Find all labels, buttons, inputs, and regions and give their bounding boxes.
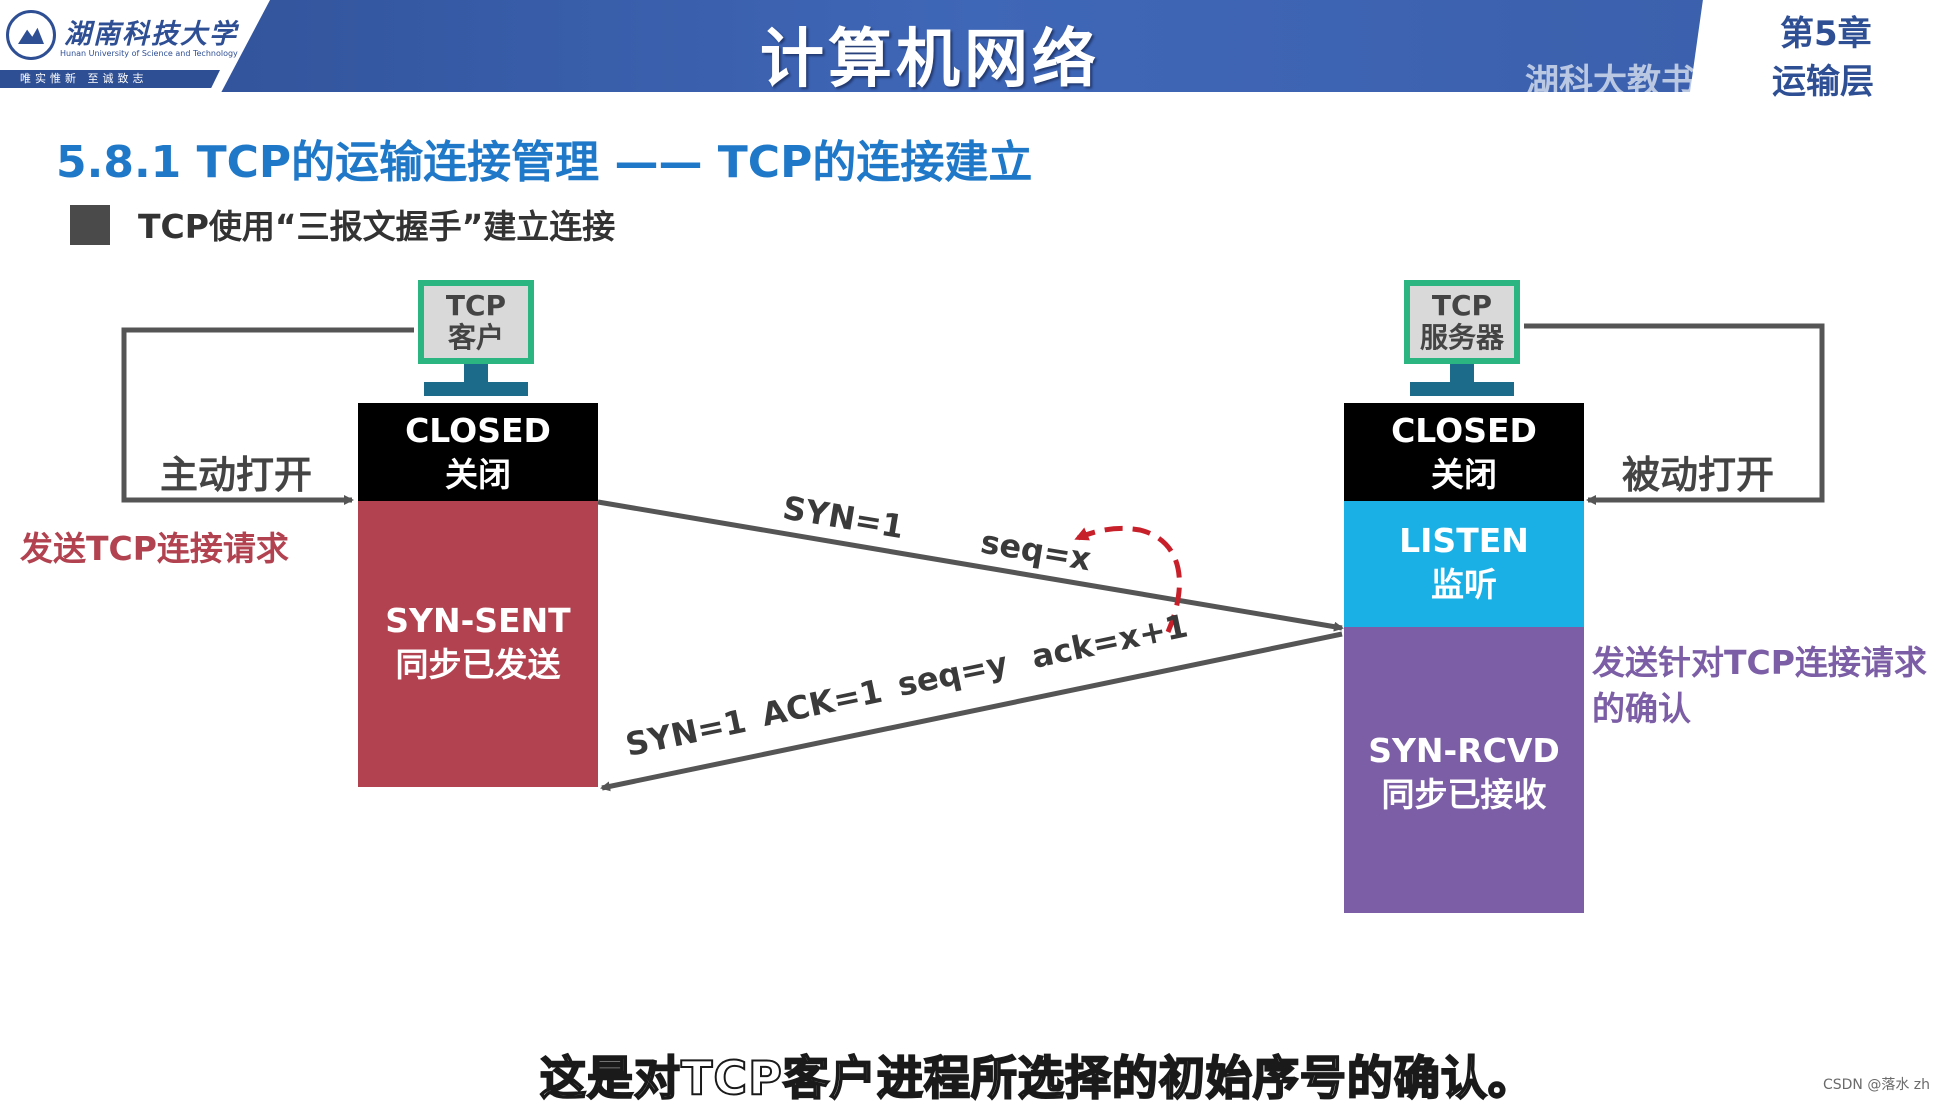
university-name: 湖南科技大学 — [64, 19, 238, 50]
client-host-line1: TCP — [445, 289, 507, 322]
bullet-square-icon — [70, 205, 110, 245]
server-monitor-base — [1410, 382, 1514, 396]
chapter-number: 第5章 — [1780, 14, 1872, 54]
chapter-box — [1690, 0, 1948, 92]
server-closed-state: CLOSED 关闭 — [1344, 403, 1584, 501]
university-emblem-icon — [6, 10, 56, 60]
university-logo: 湖南科技大学 Hunan University of Science and T… — [0, 0, 270, 92]
client-closed-state: CLOSED 关闭 — [358, 403, 598, 501]
server-send-ack-label-1: 发送针对TCP连接请求 — [1592, 643, 1927, 682]
tcp-server-monitor-icon: TCP 服务器 — [1404, 280, 1520, 364]
server-host-line1: TCP — [1431, 289, 1493, 322]
server-syn-rcvd-state: SYN-RCVD 同步已接收 — [1344, 627, 1584, 913]
server-closed-en: CLOSED — [1391, 411, 1537, 450]
client-host-line2: 客户 — [447, 321, 504, 354]
course-title: 计算机网络 — [760, 23, 1100, 97]
tcp-client-monitor-icon: TCP 客户 — [418, 280, 534, 364]
client-send-request-label: 发送TCP连接请求 — [20, 529, 289, 568]
syn-ack-message-arrow — [600, 631, 1343, 792]
client-syn-sent-cn: 同步已发送 — [395, 645, 561, 684]
client-closed-en: CLOSED — [405, 411, 551, 450]
video-subtitle: 这是对TCP客户进程所选择的初始序号的确认。 — [539, 1050, 1535, 1106]
client-monitor-neck — [464, 364, 488, 382]
server-passive-open-label: 被动打开 — [1622, 453, 1775, 497]
client-open-arrow — [121, 327, 414, 505]
section-title: 5.8.1 TCP的运输连接管理 —— TCP的连接建立 — [56, 137, 1033, 188]
server-listen-state: LISTEN 监听 — [1344, 501, 1584, 627]
server-syn-rcvd-en: SYN-RCVD — [1368, 731, 1560, 770]
header-bar — [0, 0, 1948, 92]
client-active-open-label: 主动打开 — [160, 453, 313, 497]
server-listen-cn: 监听 — [1431, 565, 1497, 604]
chapter-name: 运输层 — [1772, 62, 1874, 102]
server-monitor-neck — [1450, 364, 1474, 382]
server-closed-cn: 关闭 — [1431, 455, 1497, 494]
server-send-ack-label-2: 的确认 — [1592, 689, 1691, 728]
syn-message-arrow — [597, 499, 1344, 632]
server-open-arrow — [1524, 323, 1825, 505]
server-syn-rcvd-cn: 同步已接收 — [1381, 775, 1547, 814]
client-monitor-base — [424, 382, 528, 396]
server-host-line2: 服务器 — [1419, 321, 1504, 354]
bullet-text: TCP使用“三报文握手”建立连接 — [138, 207, 616, 246]
csdn-watermark: CSDN @落水 zh — [1822, 1077, 1930, 1093]
client-closed-cn: 关闭 — [445, 455, 511, 494]
ack-reference-dashed-arrow — [1074, 525, 1182, 633]
client-syn-sent-state: SYN-SENT 同步已发送 — [358, 501, 598, 787]
university-motto: 唯实惟新 至诚致志 — [0, 70, 220, 88]
server-listen-en: LISTEN — [1399, 521, 1529, 560]
client-syn-sent-en: SYN-SENT — [385, 601, 571, 640]
university-name-en: Hunan University of Science and Technolo… — [60, 49, 238, 58]
